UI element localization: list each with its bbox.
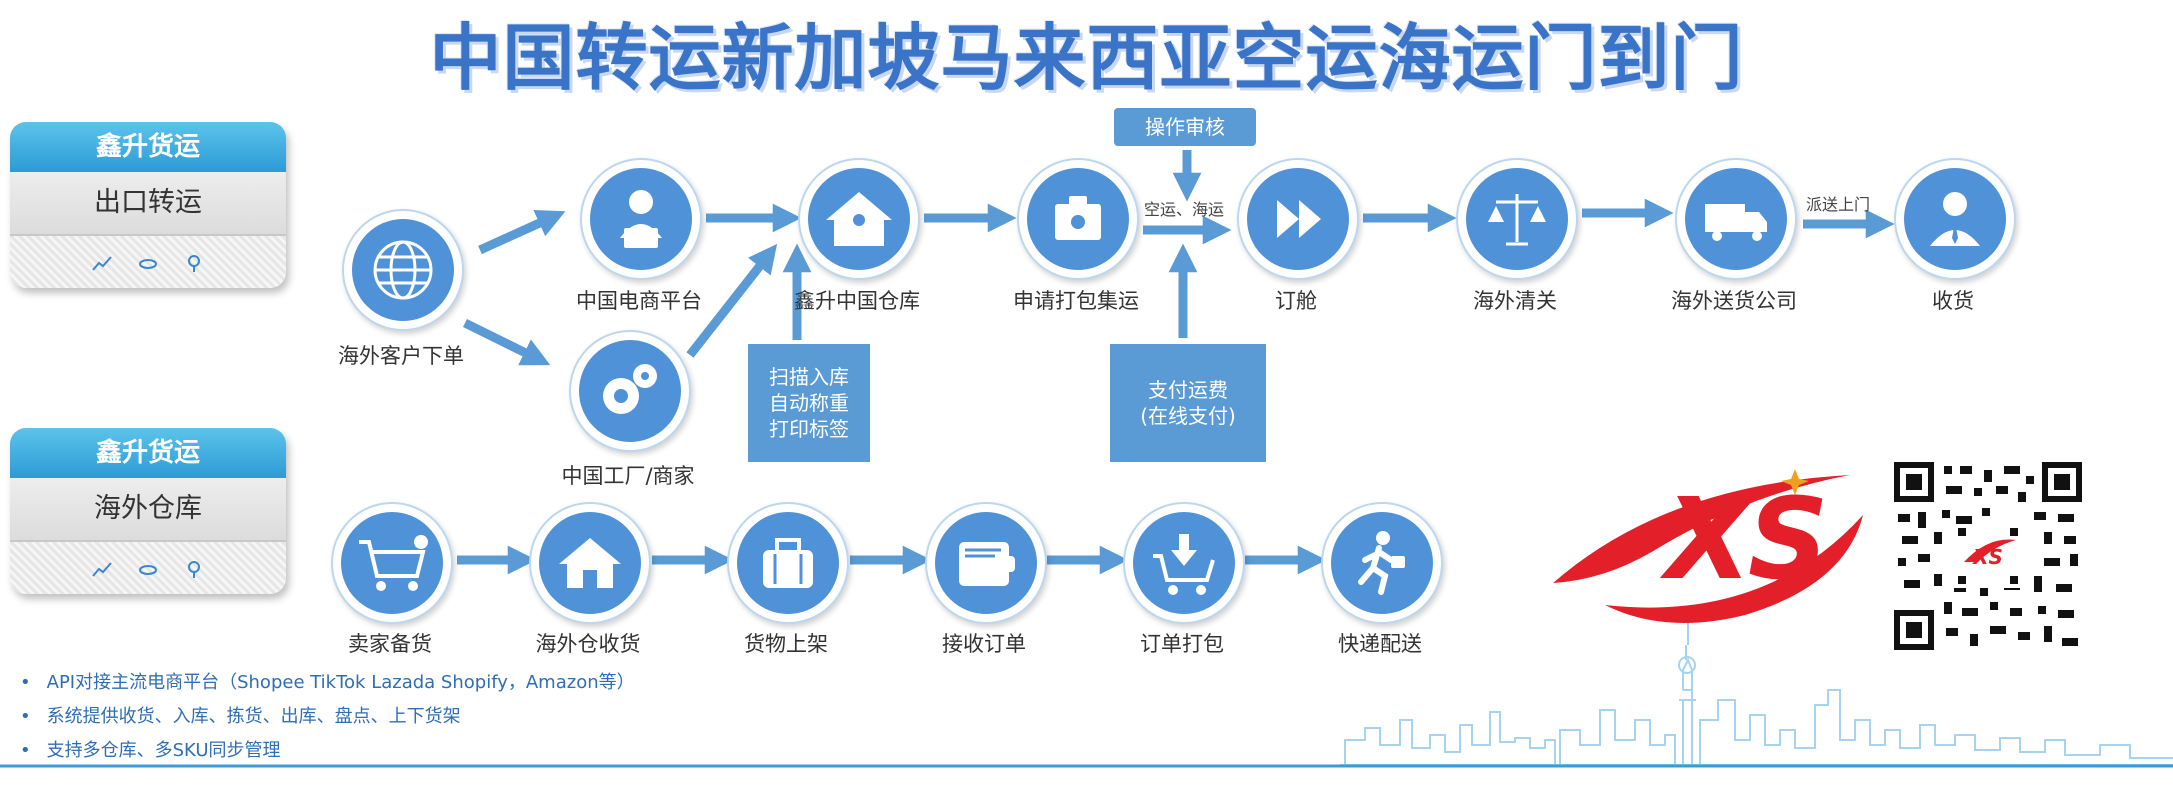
- node-apply-pack: [1017, 158, 1139, 280]
- air-sea-label: 空运、海运: [1144, 200, 1225, 219]
- card-export-subtitle: 出口转运: [10, 172, 286, 236]
- label-overseas-order: 海外客户下单: [338, 344, 464, 368]
- page-title: 中国转运新加坡马来西亚空运海运门到门: [429, 16, 1744, 100]
- label-delivery-company: 海外送货公司: [1671, 289, 1797, 313]
- scale-icon: [1488, 194, 1546, 246]
- qr-code: XS: [1894, 462, 2082, 650]
- door-delivery-label: 派送上门: [1806, 195, 1871, 214]
- card-export-icons: [10, 236, 286, 288]
- node-warehouse-receive: [529, 502, 651, 624]
- house-icon: [826, 192, 892, 246]
- xs-logo: XS: [1545, 455, 1875, 645]
- person-icon: [1930, 192, 1980, 246]
- card-warehouse: 鑫升货运 海外仓库: [10, 428, 286, 594]
- node-customs: [1456, 158, 1578, 280]
- card-warehouse-subtitle: 海外仓库: [10, 478, 286, 542]
- chart-icon: [92, 562, 112, 577]
- label-warehouse-receive: 海外仓收货: [535, 632, 641, 656]
- label-booking: 订舱: [1275, 289, 1317, 313]
- gear-icon: [603, 364, 657, 414]
- label-xs-warehouse: 鑫升中国仓库: [794, 289, 920, 313]
- xs-logo-swoosh: [1553, 469, 1863, 623]
- wallet-icon: [959, 542, 1015, 586]
- runner-icon: [1358, 531, 1405, 595]
- location-icon: [188, 255, 200, 272]
- handshake-icon: [139, 259, 157, 269]
- payment-box: 支付运费 (在线支付): [1110, 344, 1266, 462]
- label-shelving: 货物上架: [744, 632, 828, 656]
- node-overseas-order: [342, 209, 464, 331]
- scan-box: 扫描入库 自动称重 打印标签: [748, 344, 870, 462]
- card-export-header: 鑫升货运: [10, 122, 286, 172]
- bullet-1: API对接主流电商平台（Shopee TikTok Lazada Shopify…: [20, 668, 635, 694]
- download-cart-icon: [1153, 534, 1215, 595]
- package-icon: [1055, 196, 1101, 240]
- label-cn-factory: 中国工厂/商家: [561, 464, 695, 488]
- node-xs-warehouse: [798, 158, 920, 280]
- label-order-pack: 订单打包: [1140, 632, 1224, 656]
- scan-box-line-1: 扫描入库: [769, 365, 849, 389]
- user-icon: [620, 190, 662, 248]
- payment-box-line-1: 支付运费: [1148, 378, 1228, 402]
- node-booking: [1237, 158, 1359, 280]
- bullet-3: 支持多仓库、多SKU同步管理: [20, 736, 281, 762]
- label-receive: 收货: [1932, 289, 1974, 313]
- house-icon: [559, 538, 621, 588]
- node-receive: [1894, 158, 2016, 280]
- label-cn-ecommerce: 中国电商平台: [576, 289, 702, 313]
- xs-logo-text: XS: [1665, 475, 1828, 605]
- node-cn-ecommerce: [580, 158, 702, 280]
- label-customs: 海外清关: [1473, 289, 1557, 313]
- handshake-icon: [139, 565, 157, 575]
- scan-box-line-3: 打印标签: [769, 417, 849, 441]
- fast-forward-icon: [1277, 200, 1321, 238]
- globe-icon: [373, 240, 433, 300]
- card-warehouse-icons: [10, 542, 286, 594]
- label-seller-stock: 卖家备货: [348, 632, 432, 656]
- node-cn-factory: [569, 330, 691, 452]
- card-warehouse-header: 鑫升货运: [10, 428, 286, 478]
- label-apply-pack: 申请打包集运: [1013, 289, 1139, 313]
- label-express: 快递配送: [1338, 632, 1422, 656]
- truck-icon: [1705, 204, 1767, 241]
- bullet-2: 系统提供收货、入库、拣货、出库、盘点、上下货架: [20, 702, 461, 728]
- qr-logo-text: XS: [1971, 545, 2003, 569]
- bag-icon: [763, 538, 813, 588]
- cart-icon: [359, 535, 428, 591]
- node-seller-stock: [331, 502, 453, 624]
- location-icon: [188, 561, 200, 578]
- node-order-pack: [1123, 502, 1245, 624]
- review-tag: 操作审核: [1114, 108, 1256, 146]
- payment-box-line-2: (在线支付): [1140, 404, 1236, 428]
- node-delivery-company: [1675, 158, 1797, 280]
- node-express: [1321, 502, 1443, 624]
- chart-icon: [92, 256, 112, 271]
- scan-box-line-2: 自动称重: [769, 391, 849, 415]
- card-export: 鑫升货运 出口转运: [10, 122, 286, 288]
- node-shelving: [727, 502, 849, 624]
- label-receive-order: 接收订单: [942, 632, 1026, 656]
- node-receive-order: [925, 502, 1047, 624]
